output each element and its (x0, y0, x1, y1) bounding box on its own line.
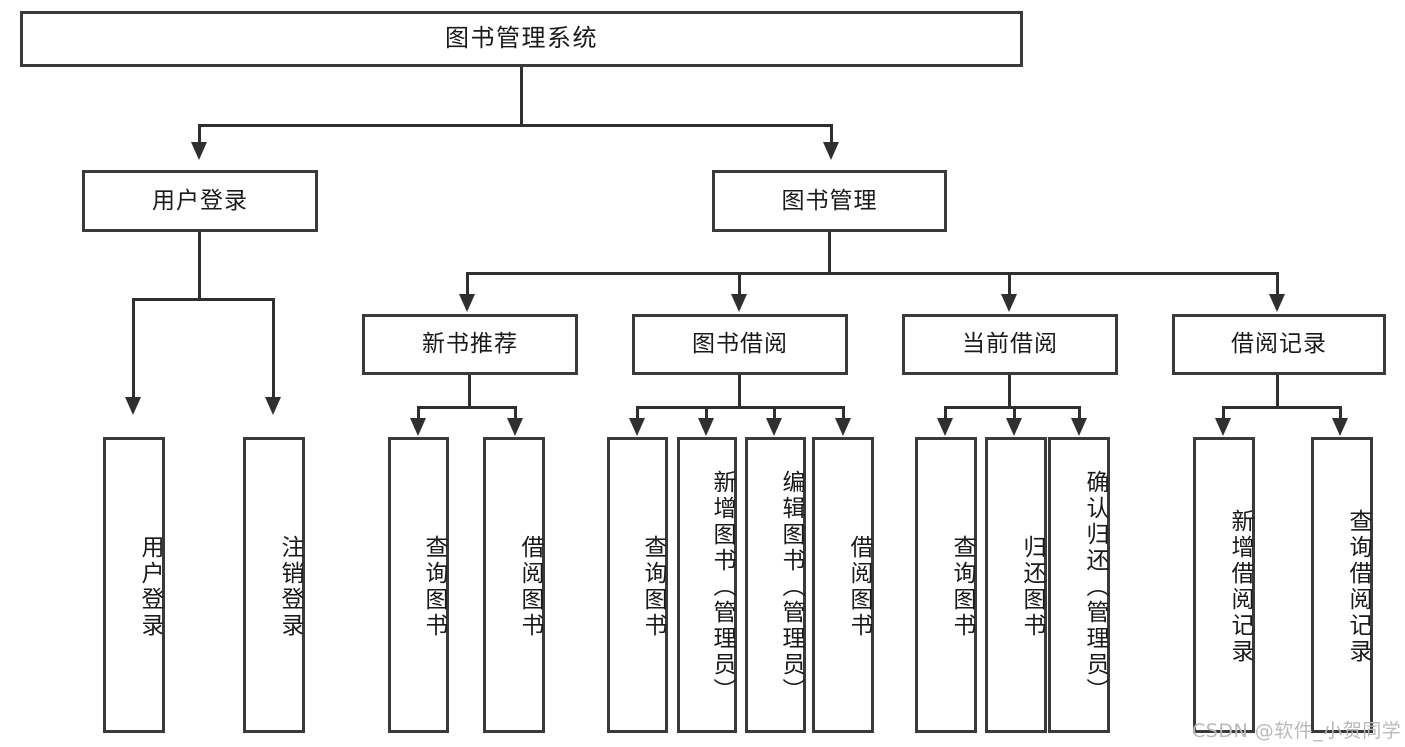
connector-borrow-l1 (636, 406, 639, 420)
leaf-add-borrow-record[interactable]: 新增借阅记录 (1193, 437, 1255, 733)
arrowhead-borrow-l3 (766, 418, 782, 436)
connector-bookmgmt-stem (828, 232, 831, 274)
connector-newbook-l2 (514, 406, 517, 420)
connector-root-stem (520, 67, 523, 124)
connector-newbook-l1 (417, 406, 420, 420)
leaf-confirm-return-admin[interactable]: 确认归还（管理员） (1048, 437, 1110, 733)
arrowhead-borrow-l4 (835, 418, 851, 436)
connector-root-to-login (198, 124, 201, 144)
connector-current-l3 (1078, 406, 1081, 420)
arrowhead-newbook-l1 (410, 418, 426, 436)
connector-bookmgmt-c4 (1276, 272, 1279, 296)
arrowhead-bookmgmt-c4 (1269, 294, 1285, 312)
connector-borrow-l4 (842, 406, 845, 420)
leaf-return-book[interactable]: 归还图书 (985, 437, 1047, 733)
arrowhead-record-l2 (1332, 418, 1348, 436)
connector-root-bus (198, 124, 832, 127)
connector-record-l1 (1222, 406, 1225, 420)
connector-bookmgmt-c2 (738, 272, 741, 296)
connector-borrow-bus (636, 406, 845, 409)
leaf-user-login[interactable]: 用户登录 (103, 437, 165, 733)
connector-current-stem (1008, 375, 1011, 409)
arrowhead-borrow-l2 (698, 418, 714, 436)
leaf-borrow-book[interactable]: 借阅图书 (812, 437, 874, 733)
arrowhead-newbook-l2 (507, 418, 523, 436)
arrowhead-current-l2 (1006, 418, 1022, 436)
node-book-management[interactable]: 图书管理 (712, 170, 947, 232)
connector-newbook-bus (417, 406, 517, 409)
arrowhead-login-leaf1 (125, 397, 141, 415)
arrowhead-record-l1 (1215, 418, 1231, 436)
connector-borrow-stem (738, 375, 741, 409)
connector-login-stem (198, 232, 201, 300)
connector-current-l2 (1013, 406, 1016, 420)
arrowhead-current-l1 (937, 418, 953, 436)
arrowhead-login-leaf2 (265, 397, 281, 415)
node-user-login[interactable]: 用户登录 (82, 170, 318, 232)
arrowhead-root-to-login (191, 142, 207, 160)
connector-borrow-l3 (773, 406, 776, 420)
connector-login-leaf1 (132, 298, 135, 399)
connector-login-bus (132, 298, 275, 301)
leaf-edit-book-admin[interactable]: 编辑图书（管理员） (745, 437, 806, 733)
node-new-book-recommend[interactable]: 新书推荐 (362, 314, 578, 375)
arrowhead-bookmgmt-c2 (731, 294, 747, 312)
connector-record-stem (1276, 375, 1279, 409)
connector-current-bus (944, 406, 1081, 409)
connector-bookmgmt-bus (466, 272, 1278, 275)
connector-bookmgmt-c1 (466, 272, 469, 296)
node-root-system[interactable]: 图书管理系统 (20, 11, 1023, 67)
node-borrow-record[interactable]: 借阅记录 (1172, 314, 1386, 375)
node-book-borrow[interactable]: 图书借阅 (632, 314, 848, 375)
leaf-query-borrow-record[interactable]: 查询借阅记录 (1311, 437, 1373, 733)
arrowhead-root-to-bookmgmt (823, 142, 839, 160)
connector-current-l1 (944, 406, 947, 420)
leaf-query-book-borrow[interactable]: 查询图书 (607, 437, 668, 733)
leaf-borrow-book-recommend[interactable]: 借阅图书 (483, 437, 545, 733)
connector-newbook-stem (468, 375, 471, 409)
leaf-logout-login[interactable]: 注销登录 (243, 437, 305, 733)
arrowhead-borrow-l1 (629, 418, 645, 436)
connector-root-to-bookmgmt (830, 124, 833, 144)
connector-borrow-l2 (705, 406, 708, 420)
leaf-add-book-admin[interactable]: 新增图书（管理员） (677, 437, 737, 733)
csdn-watermark: CSDN @软件_小贺同学 (1192, 720, 1402, 742)
connector-record-bus (1222, 406, 1342, 409)
connector-record-l2 (1339, 406, 1342, 420)
arrowhead-bookmgmt-c1 (459, 294, 475, 312)
leaf-query-book-current[interactable]: 查询图书 (915, 437, 977, 733)
leaf-query-book-recommend[interactable]: 查询图书 (388, 437, 449, 733)
node-current-borrow[interactable]: 当前借阅 (902, 314, 1118, 375)
arrowhead-bookmgmt-c3 (1001, 294, 1017, 312)
connector-bookmgmt-c3 (1008, 272, 1011, 296)
arrowhead-current-l3 (1071, 418, 1087, 436)
connector-login-leaf2 (272, 298, 275, 399)
